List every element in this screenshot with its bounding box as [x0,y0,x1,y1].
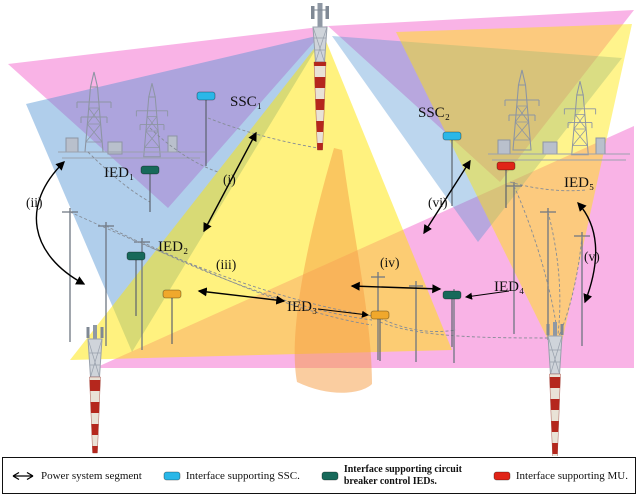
annotation-vi: (vi) [428,195,448,210]
cb-ied-interface-icon [321,471,339,480]
annotation-arrows [35,131,597,318]
legend: Power system segment Interface supportin… [2,457,636,494]
ied3-label: IED₃ [287,299,317,315]
segment-blue-left [26,34,325,352]
annotation-i: (i) [223,172,236,187]
ssc1-label: SSC₁ [230,94,262,110]
arrow-ied3-connector [317,308,370,318]
legend-item-mu-interface: Interface supporting MU. [493,470,628,482]
arrow-ied4-connector [464,290,510,300]
node-labels: SSC₁ SSC₂ IED₁ IED₂ IED₃ IED₄ IED₅ [104,94,594,315]
arrow-v [577,201,597,304]
left-tower [86,325,104,454]
mu-interface-left-icon [162,289,182,344]
ied5-interface-icon [496,161,516,208]
annotation-labels: (i) (ii) (iii) (iv) (v) (vi) [26,172,600,272]
ied3-interface-icon [370,310,390,361]
annotation-v: (v) [584,249,600,264]
network-diagram: SSC₁ SSC₂ IED₁ IED₂ IED₃ IED₄ IED₅ (i) (… [8,3,634,456]
mu-interface-icon [493,471,511,480]
arrow-ii [35,161,86,285]
central-tower [311,3,329,151]
legend-label: Interface supporting SSC. [185,469,300,482]
ied1-label: IED₁ [104,165,134,181]
ied4-interface-icon [442,290,462,347]
ssc2-label: SSC₂ [418,105,450,121]
segment-blue-right [332,36,622,242]
legend-item-power-segment: Power system segment [10,470,142,482]
substation-right [488,69,630,161]
ied4-label: IED₄ [494,279,524,295]
annotation-iii: (iii) [216,257,236,272]
ied2-interface-icon [126,251,146,316]
arrow-iii [197,287,286,305]
ied1-interface-icon [140,165,160,212]
ied2-label: IED₂ [158,239,188,255]
coverage-segments [8,10,634,393]
segment-orange-center [294,148,372,393]
arrow-i [203,131,257,233]
ssc-interface-icon [163,471,181,480]
arrow-vi [423,159,471,235]
double-arrow-icon [12,471,34,480]
arrow-iv [350,281,442,294]
legend-label: Interface supporting circuit breaker con… [343,464,462,487]
segment-magenta-top-right [328,10,634,182]
legend-label: Power system segment [41,469,142,482]
legend-item-ssc-interface: Interface supporting SSC. [163,470,300,482]
annotation-iv: (iv) [380,255,400,270]
annotation-ii: (ii) [26,195,43,210]
substation-left [58,71,205,159]
right-tower [546,322,564,456]
power-wires [69,117,587,339]
legend-item-cb-ied-interface: Interface supporting circuit breaker con… [321,464,472,487]
ied5-label: IED₅ [564,175,594,191]
segment-magenta-top-left [8,26,328,208]
legend-label: Interface supporting MU. [515,469,628,482]
